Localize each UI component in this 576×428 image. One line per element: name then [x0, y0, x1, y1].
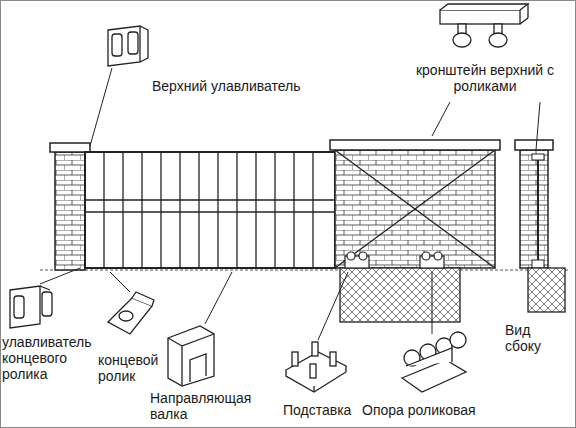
part-label: Верхний улавливатель: [152, 78, 301, 94]
part-label: кронштейн верхний с роликами: [400, 62, 570, 94]
part-label: улавливатель концевого ролика: [2, 334, 102, 382]
part-label: Подставка: [283, 402, 351, 418]
part-label: Направляющая валка: [150, 390, 262, 422]
part-label: концевой ролик: [98, 352, 168, 384]
part-label: Вид сбоку: [505, 322, 565, 354]
part-label: Опора роликовая: [362, 402, 476, 418]
